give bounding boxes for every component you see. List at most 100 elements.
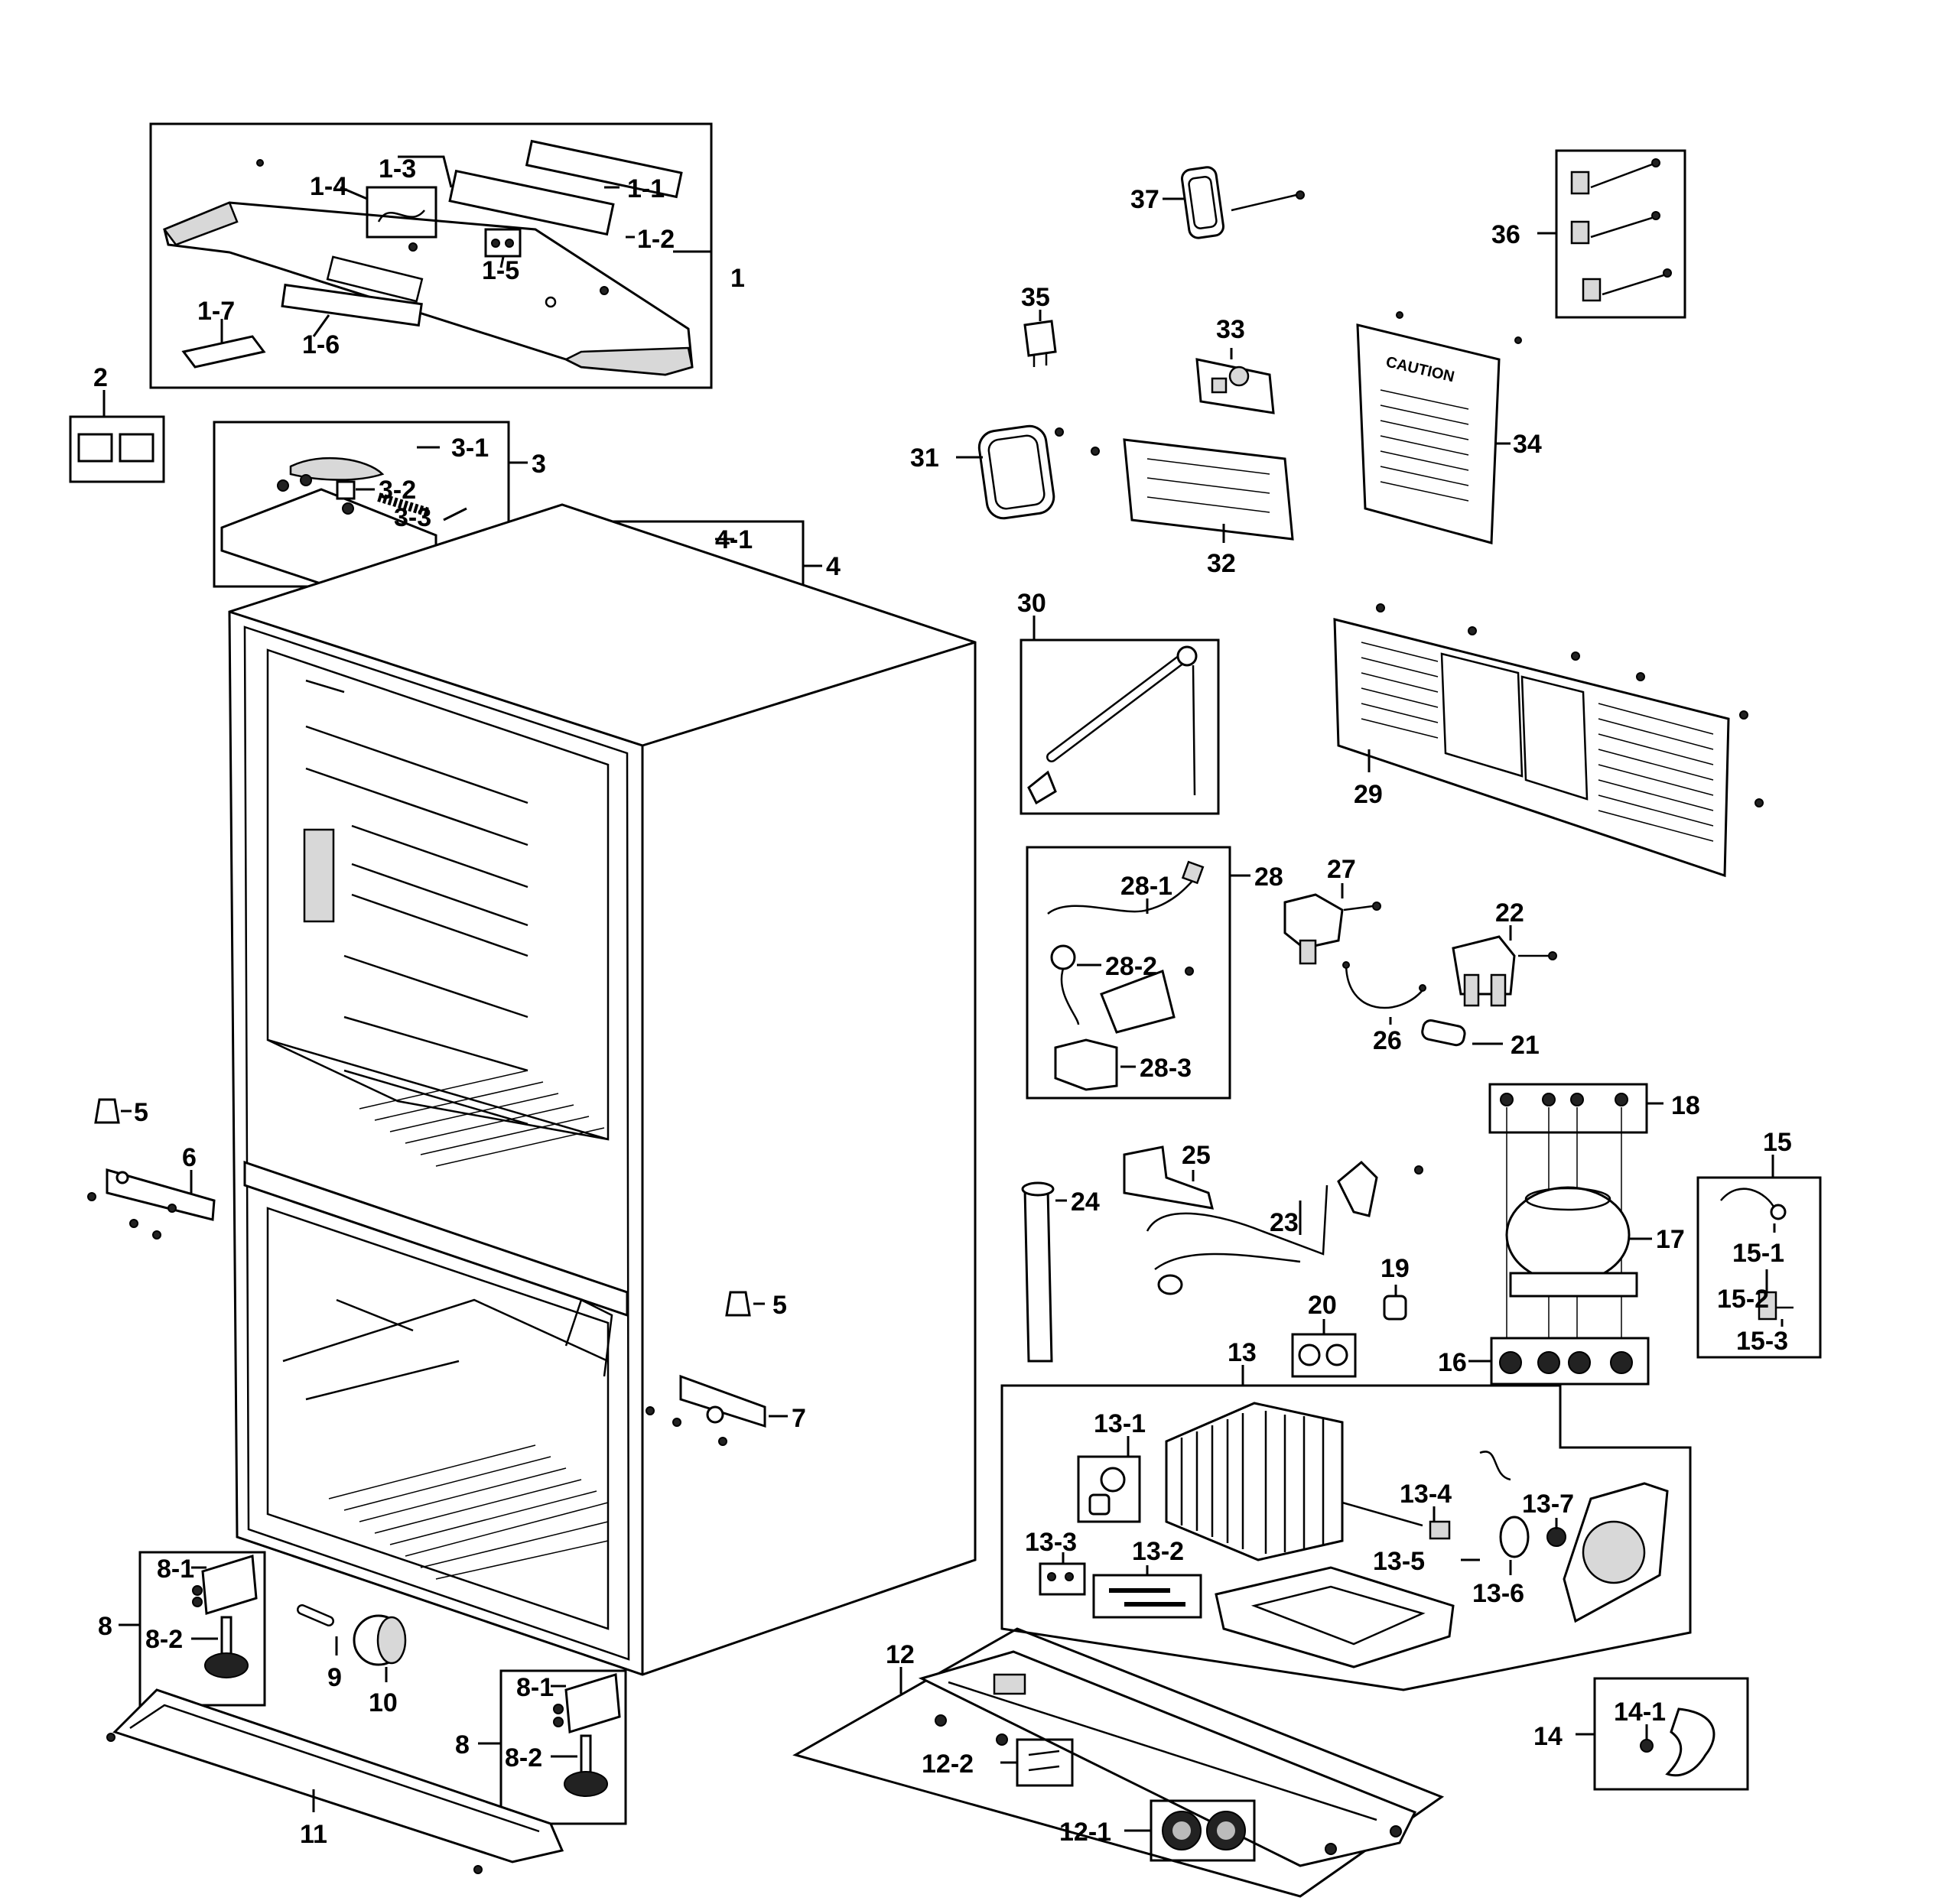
fan-motor-13-6 (1499, 1516, 1530, 1558)
harness-28-1 (1047, 871, 1202, 915)
label-24: 24 (1071, 1188, 1100, 1217)
leveler-foot-8-2a (204, 1652, 249, 1678)
group-28: 28-1 28-2 28-3 28 (1026, 846, 1283, 1100)
group-29-rear-panel: 29 (1333, 603, 1764, 878)
caution-panel-34 (1356, 323, 1501, 544)
group-6: 6 (87, 1143, 216, 1240)
part-36c (1582, 278, 1602, 302)
group-34-caution-panel: CAUTION 34 (1356, 311, 1542, 544)
label-4-1: 4-1 (715, 525, 753, 554)
hinge-plate-1-3 (448, 169, 615, 236)
screw-3c (342, 502, 354, 515)
part-2b (119, 433, 154, 463)
part-25 (1123, 1145, 1215, 1210)
screw-7b (672, 1418, 681, 1427)
label-28-2: 28-2 (1105, 952, 1157, 981)
screw-6a (87, 1192, 96, 1201)
fan-shroud-opening (1582, 1520, 1646, 1584)
evaporator-fins (1180, 1411, 1325, 1554)
label-8-2a: 8-2 (145, 1625, 183, 1654)
label-8-1b: 8-1 (516, 1673, 554, 1702)
caution-panel-lines (1380, 389, 1469, 502)
box-2 (69, 415, 165, 483)
compressor-base (1509, 1272, 1638, 1298)
box-1 (149, 122, 713, 389)
label-27: 27 (1327, 855, 1356, 884)
part-35 (1023, 320, 1057, 357)
leveler-foot-8-2b (564, 1771, 608, 1797)
bottom-cover-vent (993, 1673, 1026, 1695)
label-5a: 5 (134, 1098, 148, 1127)
label-7: 7 (792, 1404, 806, 1433)
label-20: 20 (1308, 1291, 1337, 1320)
bushing-3-2 (336, 480, 356, 500)
grommet-16a (1499, 1351, 1522, 1374)
label-28-1: 28-1 (1120, 872, 1172, 901)
label-31: 31 (910, 444, 939, 473)
label-8-1a: 8-1 (157, 1555, 194, 1584)
spring-3-3 (377, 492, 430, 517)
plug-5a (94, 1098, 120, 1124)
label-16: 16 (1438, 1348, 1467, 1377)
box-13 (1000, 1384, 1692, 1691)
box-15 (1696, 1176, 1822, 1359)
label-12-1: 12-1 (1059, 1818, 1111, 1847)
screw-1-5a (491, 239, 500, 248)
group-12-bottom-cover: 12 12-2 12-1 (792, 1627, 1445, 1898)
label-19: 19 (1381, 1254, 1410, 1283)
wire-13-4 (1341, 1501, 1423, 1527)
label-8a: 8 (98, 1612, 112, 1641)
box-1-5 (484, 228, 522, 258)
label-5b: 5 (772, 1291, 787, 1320)
freezer-rail (564, 1298, 613, 1377)
group-13-evaporator: 13 13-1 13-2 13-3 13-4 13-5 13-6 13-7 (1000, 1338, 1692, 1691)
label-15-1: 15-1 (1732, 1239, 1784, 1268)
label-14: 14 (1533, 1722, 1563, 1751)
hose-26 (1345, 963, 1423, 1009)
part-37 (1181, 166, 1224, 239)
label-13-2: 13-2 (1132, 1537, 1184, 1566)
screw-7c (718, 1437, 727, 1446)
label-8-2b: 8-2 (505, 1743, 542, 1772)
label-33: 33 (1216, 315, 1245, 344)
label-29: 29 (1354, 780, 1383, 809)
label-11: 11 (300, 1820, 327, 1849)
label-8b: 8 (455, 1730, 470, 1759)
base-rail-11-line (129, 1704, 540, 1833)
cabinet-shell (228, 503, 977, 1676)
part-15-1 (1770, 1204, 1787, 1220)
screw-1-5b (505, 239, 514, 248)
label-13: 13 (1228, 1338, 1257, 1367)
bolt-18c (1570, 1093, 1584, 1106)
part-13-2 (1109, 1588, 1185, 1607)
label-1-1: 1-1 (627, 174, 665, 203)
box-1-4 (366, 186, 437, 239)
fan-blade-14 (1665, 1707, 1715, 1777)
label-9: 9 (327, 1663, 342, 1692)
label-13-3: 13-3 (1025, 1528, 1077, 1557)
sensor-23 (1157, 1274, 1183, 1295)
label-12: 12 (886, 1640, 915, 1669)
top-cover-corner-left (163, 201, 239, 246)
control-panel (303, 828, 335, 923)
label-23: 23 (1270, 1208, 1299, 1237)
label-18: 18 (1671, 1091, 1700, 1120)
group-compressor: 18 17 16 (1438, 1083, 1700, 1386)
label-14-1: 14-1 (1614, 1698, 1666, 1727)
wire-15-1 (1720, 1188, 1776, 1209)
bracket-7 (679, 1374, 766, 1428)
hub-14-1 (1640, 1739, 1654, 1753)
tube-30 (1048, 655, 1185, 761)
label-1: 1 (730, 264, 745, 293)
box-30 (1020, 638, 1220, 815)
freezer-back-line (282, 1298, 609, 1363)
hinge-plate-1-1 (525, 139, 683, 199)
bracket-1-6 (281, 283, 423, 327)
label-25: 25 (1182, 1141, 1211, 1170)
freezer-floor-slats (328, 1444, 609, 1580)
plug-5b (725, 1291, 751, 1317)
screw-6d (167, 1204, 177, 1213)
label-17: 17 (1656, 1225, 1685, 1254)
label-15-3: 15-3 (1736, 1327, 1788, 1356)
label-3-3: 3-3 (394, 503, 431, 532)
